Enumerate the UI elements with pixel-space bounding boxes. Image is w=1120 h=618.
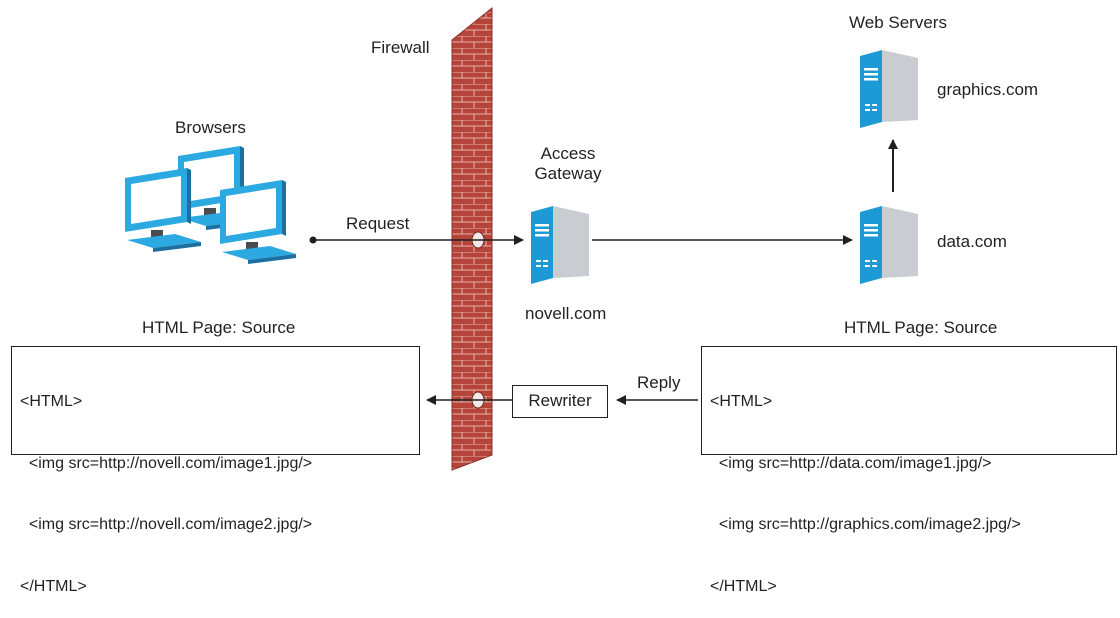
left-source-title: HTML Page: Source [142,318,296,337]
firewall-label: Firewall [371,38,430,57]
reply-label: Reply [637,373,681,392]
gateway-server-name: novell.com [525,304,607,323]
left-source-line-1: <HTML> [20,393,83,410]
right-source-box: <HTML> <img src=http://data.com/image1.j… [701,346,1117,595]
web-servers-label: Web Servers [849,13,947,32]
graphics-server-icon [860,50,918,128]
right-source-line-4: </HTML> [710,577,777,595]
browsers-icon [125,146,296,264]
data-server-icon [860,206,918,284]
browsers-label: Browsers [175,118,246,137]
right-source-line-3: <img src=http://graphics.com/image2.jpg/… [710,516,1021,533]
left-source-line-4: </HTML> [20,577,87,595]
request-label: Request [346,214,410,233]
request-arrow [309,235,524,245]
graphics-server-name: graphics.com [937,80,1039,99]
firewall-wall [451,6,493,471]
gateway-server-icon [531,206,589,284]
data-server-name: data.com [937,232,1007,251]
rewriter-box: Rewriter [512,385,608,418]
right-source-line-2: <img src=http://data.com/image1.jpg/> [710,454,992,472]
left-source-line-2: <img src=http://novell.com/image1.jpg/> [20,454,313,472]
right-source-title: HTML Page: Source [844,318,998,337]
right-source-line-1: <HTML> [710,393,773,410]
left-source-box: <HTML> <img src=http://novell.com/image1… [11,346,420,595]
left-source-line-3: <img src=http://novell.com/image2.jpg/> [20,516,313,533]
access-gateway-label: Access Gateway [534,144,602,183]
